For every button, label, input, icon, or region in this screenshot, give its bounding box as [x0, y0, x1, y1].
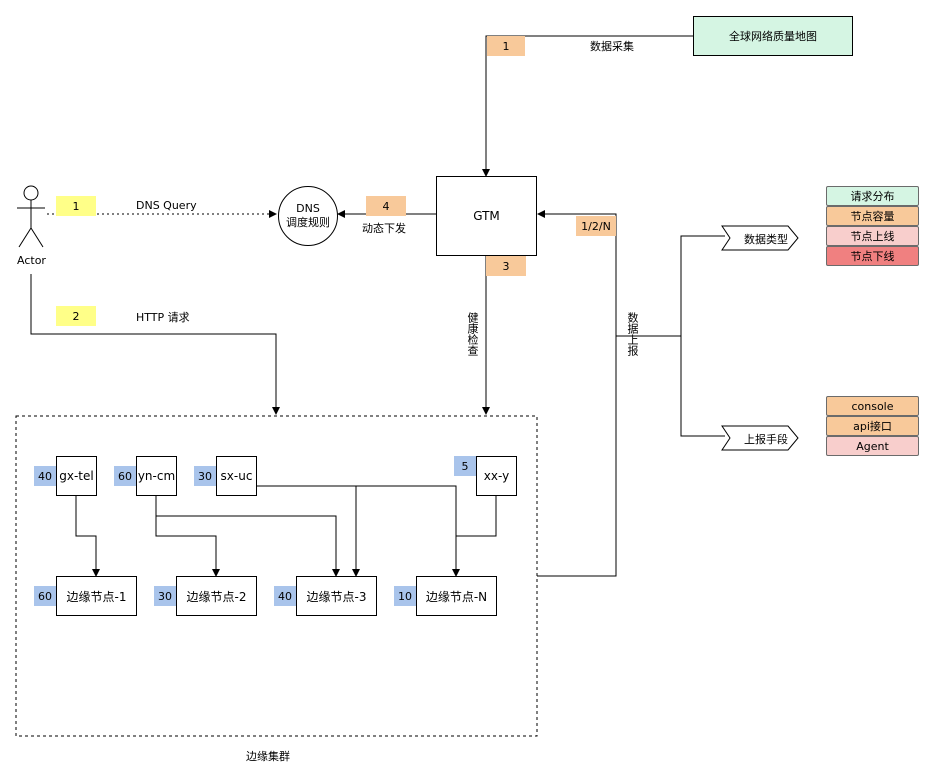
- report-step-tag: 1/2/N: [576, 216, 616, 236]
- legend-bracket: [616, 235, 725, 437]
- report-arrow: [537, 210, 617, 577]
- dispatch-label: 动态下发: [362, 222, 406, 235]
- source-node-yn-cm[interactable]: yn-cm: [136, 456, 177, 496]
- edge-node-label: 边缘节点-N: [425, 589, 488, 604]
- collect-label: 数据采集: [590, 40, 634, 53]
- data-type-pointer-shape: [721, 225, 799, 251]
- source-node-sx-uc[interactable]: sx-uc: [216, 456, 257, 496]
- legend-node-offline: 节点下线: [826, 246, 919, 266]
- edge-weight-tag: 10: [394, 586, 416, 606]
- legend-node-capacity: 节点容量: [826, 206, 919, 226]
- gtm-label: GTM: [473, 209, 500, 223]
- report-method-title: 上报手段: [744, 433, 788, 446]
- http-request-label: HTTP 请求: [136, 311, 190, 324]
- edge-node-label: 边缘节点-3: [306, 589, 367, 604]
- source-label: sx-uc: [220, 469, 253, 483]
- legend-agent: Agent: [826, 436, 919, 456]
- source-weight-tag: 40: [34, 466, 56, 486]
- edge-node-1[interactable]: 边缘节点-1: [56, 576, 137, 616]
- edge-node-3[interactable]: 边缘节点-3: [296, 576, 377, 616]
- edge-weight-tag: 30: [154, 586, 176, 606]
- source-label: xx-y: [483, 469, 510, 483]
- dns-rule-node[interactable]: DNS 调度规则: [278, 186, 338, 246]
- source-weight-tag: 30: [194, 466, 216, 486]
- collect-step-tag: 1: [487, 36, 525, 56]
- dns-query-label: DNS Query: [136, 199, 197, 212]
- http-step-tag: 2: [56, 306, 96, 326]
- source-label: gx-tel: [59, 469, 94, 483]
- dns-query-step-tag: 1: [56, 196, 96, 216]
- report-method-pointer-shape: [721, 425, 799, 451]
- data-type-title: 数据类型: [744, 233, 788, 246]
- network-quality-map-node[interactable]: 全球网络质量地图: [693, 16, 853, 56]
- edge-node-2[interactable]: 边缘节点-2: [176, 576, 257, 616]
- data-report-label: 数据上报: [626, 312, 639, 356]
- collect-arrow: [482, 35, 693, 177]
- legend-api: api接口: [826, 416, 919, 436]
- legend-request-distribution: 请求分布: [826, 186, 919, 206]
- legend-node-online: 节点上线: [826, 226, 919, 246]
- source-label: yn-cm: [137, 469, 176, 483]
- actor-figure: [17, 185, 45, 248]
- source-weight-tag: 60: [114, 466, 136, 486]
- network-quality-map-label: 全球网络质量地图: [729, 30, 817, 43]
- edge-node-n[interactable]: 边缘节点-N: [416, 576, 497, 616]
- edge-node-label: 边缘节点-2: [186, 589, 247, 604]
- edge-cluster-label: 边缘集群: [246, 750, 290, 763]
- source-node-xx-y[interactable]: xx-y: [476, 456, 517, 496]
- http-arrow: [30, 274, 280, 415]
- dns-rule-line1: DNS: [296, 202, 320, 215]
- source-weight-tag: 5: [454, 456, 476, 476]
- edge-weight-tag: 60: [34, 586, 56, 606]
- legend-console: console: [826, 396, 919, 416]
- health-check-label: 健康检查: [466, 312, 479, 356]
- source-node-gx-tel[interactable]: gx-tel: [56, 456, 97, 496]
- actor-label: Actor: [17, 254, 46, 267]
- gtm-node[interactable]: GTM: [436, 176, 537, 256]
- edge-weight-tag: 40: [274, 586, 296, 606]
- edge-node-label: 边缘节点-1: [66, 589, 127, 604]
- dispatch-step-tag: 4: [366, 196, 406, 216]
- health-step-tag: 3: [486, 256, 526, 276]
- dns-rule-line2: 调度规则: [286, 216, 330, 229]
